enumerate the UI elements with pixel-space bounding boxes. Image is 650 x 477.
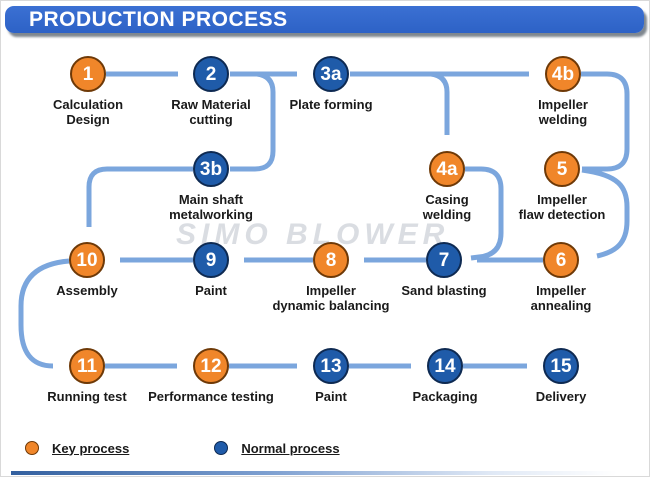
process-node-1: 1 <box>70 56 106 92</box>
connector-5-6 <box>581 167 630 259</box>
node-label-10: Assembly <box>56 283 118 298</box>
connector-3a-4a <box>430 71 450 135</box>
node-label-13: Paint <box>315 389 347 404</box>
node-number-6: 6 <box>555 249 567 271</box>
node-label-9: Paint <box>195 283 227 298</box>
node-number-4a: 4a <box>436 158 458 180</box>
process-node-5: 5 <box>544 151 580 187</box>
connector-3b-10 <box>86 166 193 227</box>
node-number-3b: 3b <box>199 158 223 180</box>
node-number-9: 9 <box>205 249 217 271</box>
node-label-14: Packaging <box>412 389 478 404</box>
node-number-13: 13 <box>320 355 342 377</box>
process-node-15: 15 <box>543 348 579 384</box>
page-title: PRODUCTION PROCESS <box>29 8 288 31</box>
node-number-8: 8 <box>325 249 337 271</box>
process-node-12: 12 <box>193 348 229 384</box>
connector-4b-5 <box>581 71 630 172</box>
node-label-15: Delivery <box>535 389 587 404</box>
process-node-4b: 4b <box>545 56 581 92</box>
key-process-dot-icon <box>25 441 39 455</box>
node-number-2: 2 <box>205 63 217 85</box>
title-bar: PRODUCTION PROCESS <box>5 6 644 33</box>
process-node-10: 10 <box>69 242 105 278</box>
process-node-2: 2 <box>193 56 229 92</box>
connector-10-11 <box>18 258 70 369</box>
legend-label-key: Key process <box>52 440 130 456</box>
process-node-13: 13 <box>313 348 349 384</box>
process-node-11: 11 <box>69 348 105 384</box>
legend: Key process Normal process <box>25 438 340 458</box>
node-number-1: 1 <box>82 63 94 85</box>
node-number-14: 14 <box>434 355 456 377</box>
process-node-9: 9 <box>193 242 229 278</box>
connector-2-3b <box>230 71 276 172</box>
node-number-12: 12 <box>200 355 222 377</box>
node-number-7: 7 <box>438 249 450 271</box>
process-node-8: 8 <box>313 242 349 278</box>
legend-item-normal: Normal process <box>214 440 340 456</box>
node-label-3a: Plate forming <box>289 97 373 112</box>
process-node-14: 14 <box>427 348 463 384</box>
node-number-10: 10 <box>76 249 98 271</box>
process-node-4a: 4a <box>429 151 465 187</box>
node-label-12: Performance testing <box>148 389 274 404</box>
node-number-4b: 4b <box>551 63 575 85</box>
node-number-5: 5 <box>556 158 568 180</box>
node-number-3a: 3a <box>320 63 342 85</box>
process-node-6: 6 <box>543 242 579 278</box>
node-number-11: 11 <box>76 355 98 377</box>
node-label-11: Running test <box>47 389 127 404</box>
process-node-3a: 3a <box>313 56 349 92</box>
legend-item-key: Key process <box>25 441 129 456</box>
process-node-3b: 3b <box>193 151 229 187</box>
bottom-divider <box>11 471 649 475</box>
node-label-7: Sand blasting <box>401 283 487 298</box>
connector-4a-7 <box>465 166 504 261</box>
normal-process-dot-icon <box>214 441 229 455</box>
legend-label-normal: Normal process <box>241 440 340 456</box>
process-node-7: 7 <box>426 242 462 278</box>
node-number-15: 15 <box>550 355 572 377</box>
